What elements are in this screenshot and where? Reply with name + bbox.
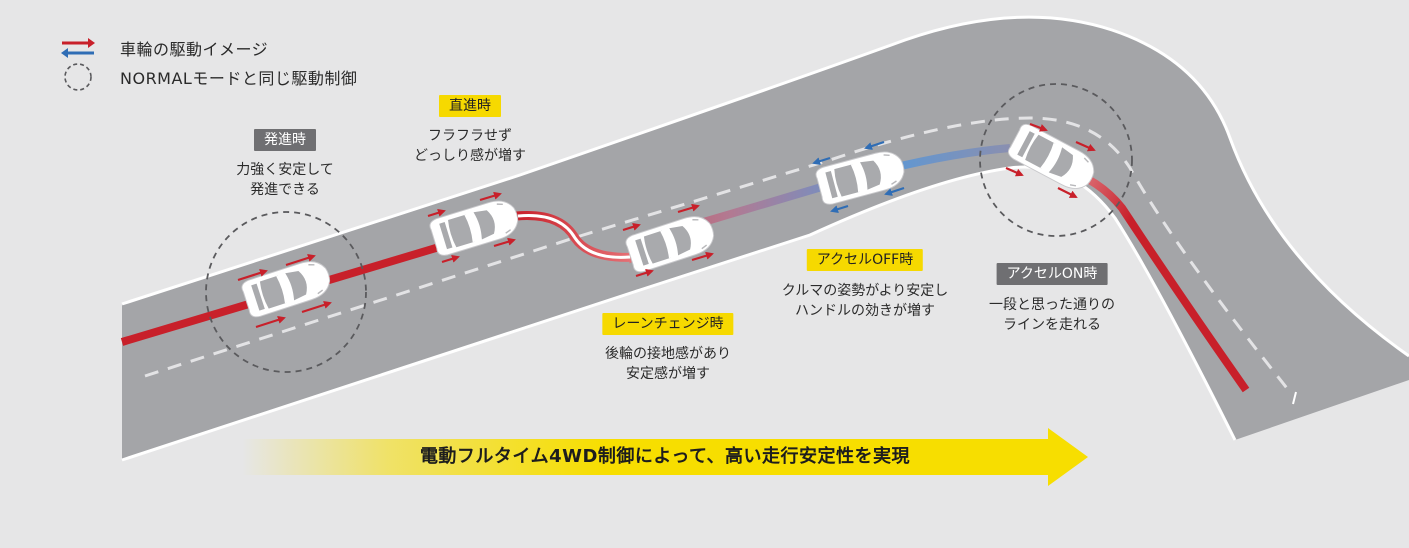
wheel-arrows-accel-on [1005, 122, 1096, 198]
drive-arrows-icon [60, 33, 96, 63]
banner-text: 電動フルタイム4WD制御によって、高い走行安定性を実現 [419, 446, 911, 467]
lane-center-dashes [144, 116, 1292, 393]
legend-normal-mode-label: NORMALモードと同じ駆動制御 [120, 69, 358, 88]
wheel-arrows-accel-off [812, 140, 905, 214]
normal-mode-circle-start [205, 211, 367, 373]
wheel-arrows-lane-change [622, 203, 714, 278]
road-surface [122, 17, 1409, 461]
desc-accel-off-line2: ハンドルの効きが増す [794, 303, 935, 319]
dashed-circle-icon [60, 62, 96, 92]
desc-straight: フラフラせず どっしり感が増す [414, 126, 526, 166]
badge-lane-change: レーンチェンジ時 [602, 313, 734, 335]
desc-lane-change-line1: 後輪の接地感があり [605, 346, 731, 362]
stability-banner: 電動フルタイム4WD制御によって、高い走行安定性を実現 [242, 428, 1092, 486]
badge-accel-off: アクセルOFF時 [806, 249, 924, 271]
badge-accel-on: アクセルON時 [996, 263, 1108, 285]
desc-lane-change-line2: 安定感が増す [626, 366, 710, 382]
wheel-arrows-start [237, 254, 332, 329]
desc-accel-off-line1: クルマの姿勢がより安定し [781, 283, 949, 299]
badge-start: 発進時 [254, 129, 316, 151]
banner-arrow-head [1048, 428, 1088, 486]
desc-accel-on: 一段と思った通りの ラインを走れる [989, 295, 1115, 335]
desc-start: 力強く安定して 発進できる [236, 160, 334, 200]
legend-normal-mode: NORMALモードと同じ駆動制御 [60, 62, 357, 92]
desc-straight-line2: どっしり感が増す [414, 148, 526, 164]
wheel-arrows-straight [427, 191, 516, 264]
banner-bar [242, 439, 1048, 475]
desc-accel-on-line1: 一段と思った通りの [989, 297, 1115, 313]
desc-accel-on-line2: ラインを走れる [1003, 317, 1101, 333]
normal-mode-circle-corner [979, 83, 1133, 237]
badge-straight: 直進時 [439, 95, 501, 117]
desc-start-line2: 発進できる [250, 182, 320, 198]
desc-start-line1: 力強く安定して [236, 162, 334, 178]
legend-drive-image: 車輪の駆動イメージ [60, 33, 268, 63]
desc-lane-change: 後輪の接地感があり 安定感が増す [605, 344, 731, 384]
desc-straight-line1: フラフラせず [428, 128, 512, 144]
legend-drive-image-label: 車輪の駆動イメージ [120, 40, 269, 59]
desc-accel-off: クルマの姿勢がより安定し ハンドルの効きが増す [782, 281, 949, 321]
